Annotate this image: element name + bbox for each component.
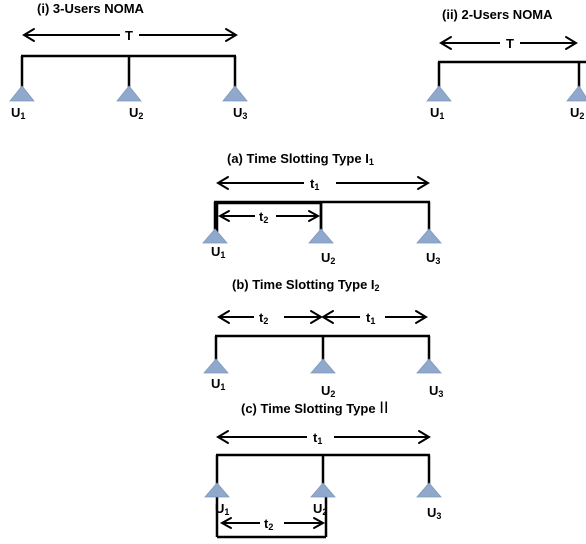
user-2-label: U2 bbox=[321, 383, 335, 399]
user-1-label: U1 bbox=[430, 105, 444, 121]
user-3-label: U3 bbox=[429, 383, 443, 399]
user-2-icon bbox=[310, 482, 336, 498]
type-c-t2-label: t2 bbox=[264, 516, 273, 532]
two-users-T-arrow: T bbox=[439, 36, 578, 51]
type-b-t2-label: t2 bbox=[259, 310, 268, 326]
user-1-label: U1 bbox=[211, 376, 225, 392]
three-users-title: (i) 3-Users NOMA bbox=[37, 1, 145, 16]
two-users-bus bbox=[437, 60, 586, 92]
user-2-label: U2 bbox=[321, 250, 335, 266]
user-1-icon bbox=[203, 358, 229, 374]
type-c-title: (c) Time Slotting Type II bbox=[241, 398, 389, 417]
type-b-t1-label: t1 bbox=[366, 310, 375, 326]
user-2-icon bbox=[116, 85, 142, 102]
user-1-icon bbox=[426, 85, 452, 102]
user-2-icon bbox=[566, 85, 586, 102]
user-3-icon bbox=[416, 482, 442, 498]
user-3-label: U3 bbox=[233, 105, 247, 121]
user-1-icon bbox=[202, 228, 228, 244]
user-2-icon bbox=[310, 358, 336, 374]
user-3-icon bbox=[416, 358, 442, 374]
type-a-t1-label: t1 bbox=[310, 176, 319, 192]
user-2-icon bbox=[308, 228, 334, 244]
two-users-title: (ii) 2-Users NOMA bbox=[442, 7, 553, 22]
user-1-icon bbox=[204, 482, 230, 498]
type-c-t2-bracket: t2 bbox=[215, 497, 328, 539]
user-1-label: U1 bbox=[211, 244, 225, 260]
type-c-t1-arrow: t1 bbox=[216, 430, 431, 446]
type-b-t1-arrow: t1 bbox=[321, 310, 428, 326]
user-3-icon bbox=[416, 228, 442, 244]
three-users-T-arrow: T bbox=[22, 28, 238, 43]
type-a-t2-label: t2 bbox=[259, 209, 268, 225]
user-1-label: U1 bbox=[215, 501, 229, 517]
user-3-label: U3 bbox=[427, 505, 441, 521]
type-a-title: (a) Time Slotting Type I1 bbox=[227, 151, 374, 167]
type-c-t1-label: t1 bbox=[313, 430, 322, 446]
user-3-icon bbox=[222, 85, 248, 102]
user-3-label: U3 bbox=[426, 250, 440, 266]
type-b-title: (b) Time Slotting Type I2 bbox=[232, 277, 380, 293]
user-2-label: U2 bbox=[129, 105, 143, 121]
user-1-icon bbox=[9, 85, 35, 102]
type-b-t2-arrow: t2 bbox=[217, 310, 323, 326]
user-1-label: U1 bbox=[11, 105, 25, 121]
type-a-t2-bracket: t2 bbox=[215, 201, 323, 232]
type-a-t1-arrow: t1 bbox=[216, 176, 430, 192]
user-2-label: U2 bbox=[313, 501, 327, 517]
three-users-T-label: T bbox=[125, 28, 133, 43]
user-2-label: U2 bbox=[570, 105, 584, 121]
two-users-T-label: T bbox=[506, 36, 514, 51]
